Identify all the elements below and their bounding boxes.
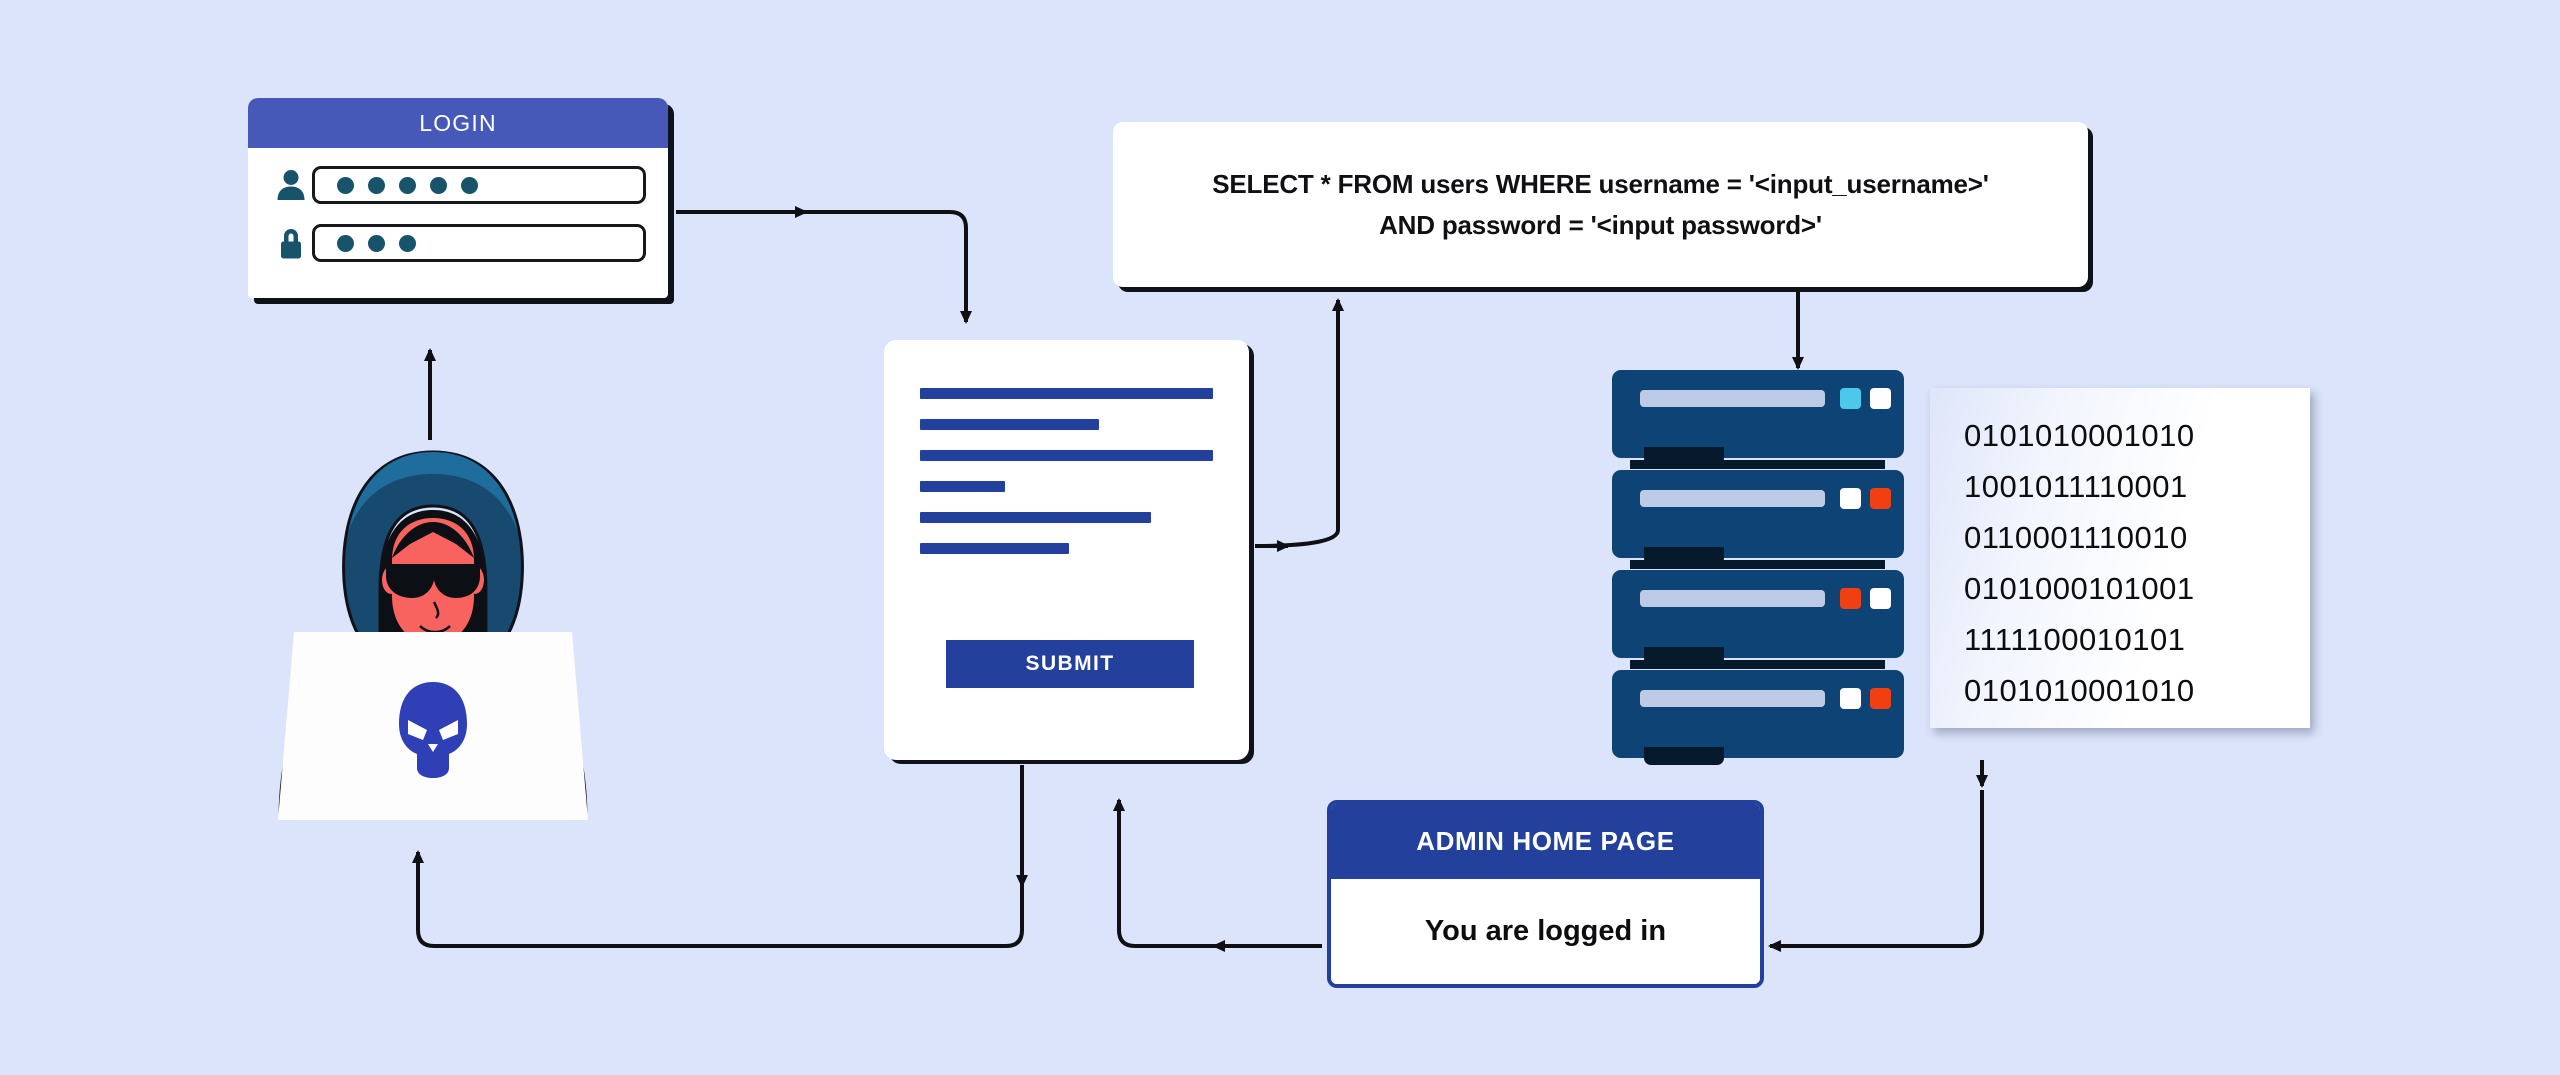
binary-line: 1111100010101 [1964, 622, 2186, 657]
server-unit [1612, 670, 1904, 765]
admin-home-page-box: ADMIN HOME PAGE You are logged in [1327, 800, 1764, 988]
sql-query-box: SELECT * FROM users WHERE username = '<i… [1113, 122, 2088, 287]
password-input[interactable] [312, 224, 646, 262]
connector-login-to-form [676, 210, 972, 324]
rack-gap [1630, 460, 1885, 469]
server-slot [1640, 590, 1825, 607]
mask-dot [368, 176, 385, 194]
hacker-illustration [258, 440, 608, 822]
form-text-line [920, 388, 1213, 399]
server-slot [1640, 690, 1825, 707]
binary-line: 0110001110010 [1964, 520, 2188, 555]
skull-icon [399, 682, 467, 778]
connector-admin-to-form [1113, 798, 1322, 948]
form-text-line [920, 450, 1213, 461]
server-led-red [1840, 588, 1861, 609]
server-led-white [1870, 388, 1891, 409]
binary-data-panel: 0101010001010 1001011110001 011000111001… [1930, 388, 2310, 728]
admin-title-bar: ADMIN HOME PAGE [1331, 804, 1760, 879]
binary-line: 1001011110001 [1964, 469, 2188, 504]
server-led-white [1840, 488, 1861, 509]
form-text-line [920, 481, 1005, 492]
server-led-cyan [1840, 388, 1861, 409]
server-led-white [1840, 688, 1861, 709]
hood-highlight [348, 452, 518, 532]
admin-title: ADMIN HOME PAGE [1416, 826, 1675, 856]
web-form-card: SUBMIT [884, 340, 1249, 760]
mask-dot [399, 234, 416, 252]
server-slot [1640, 390, 1825, 407]
mask-dot [430, 176, 447, 194]
mask-dot [337, 234, 354, 252]
form-text-line [920, 512, 1152, 523]
admin-logged-in-message: You are logged in [1424, 915, 1667, 947]
mask-dot [461, 176, 478, 194]
submit-button[interactable]: SUBMIT [946, 640, 1194, 688]
server-led-white [1870, 588, 1891, 609]
hood-outer [342, 450, 524, 661]
mask-dot [368, 234, 385, 252]
server-slot [1640, 490, 1825, 507]
sql-line-2: AND password = '<input password>' [1379, 209, 1822, 240]
form-text-line [920, 419, 1099, 430]
login-password-row [248, 222, 668, 264]
binary-line: 0101010001010 [1964, 673, 2195, 708]
nose [432, 601, 440, 619]
connector-form-to-sql [1254, 298, 1344, 548]
server-unit [1612, 370, 1904, 465]
connector-server-to-admin [1768, 790, 1984, 952]
database-server-stack [1612, 370, 1907, 770]
hair [392, 522, 474, 558]
sunglasses [386, 564, 480, 598]
server-unit [1612, 570, 1904, 665]
login-username-row [248, 164, 668, 206]
form-text-line [920, 543, 1070, 554]
sql-line-1: SELECT * FROM users WHERE username = '<i… [1212, 168, 1989, 199]
login-title: LOGIN [419, 109, 497, 136]
user-icon [270, 169, 312, 201]
username-input[interactable] [312, 166, 646, 204]
login-window: LOGIN [248, 98, 668, 298]
admin-body: You are logged in [1331, 879, 1760, 984]
rack-gap [1630, 560, 1885, 569]
mask-dot [399, 176, 416, 194]
rack-gap [1630, 660, 1885, 669]
login-titlebar: LOGIN [248, 98, 668, 148]
binary-line: 0101000101001 [1964, 571, 2195, 606]
server-foot [1644, 747, 1724, 765]
binary-line: 0101010001010 [1964, 418, 2195, 453]
server-led-red [1870, 488, 1891, 509]
server-unit [1612, 470, 1904, 565]
lock-icon [270, 226, 312, 260]
mask-dot [337, 176, 354, 194]
server-led-red [1870, 688, 1891, 709]
